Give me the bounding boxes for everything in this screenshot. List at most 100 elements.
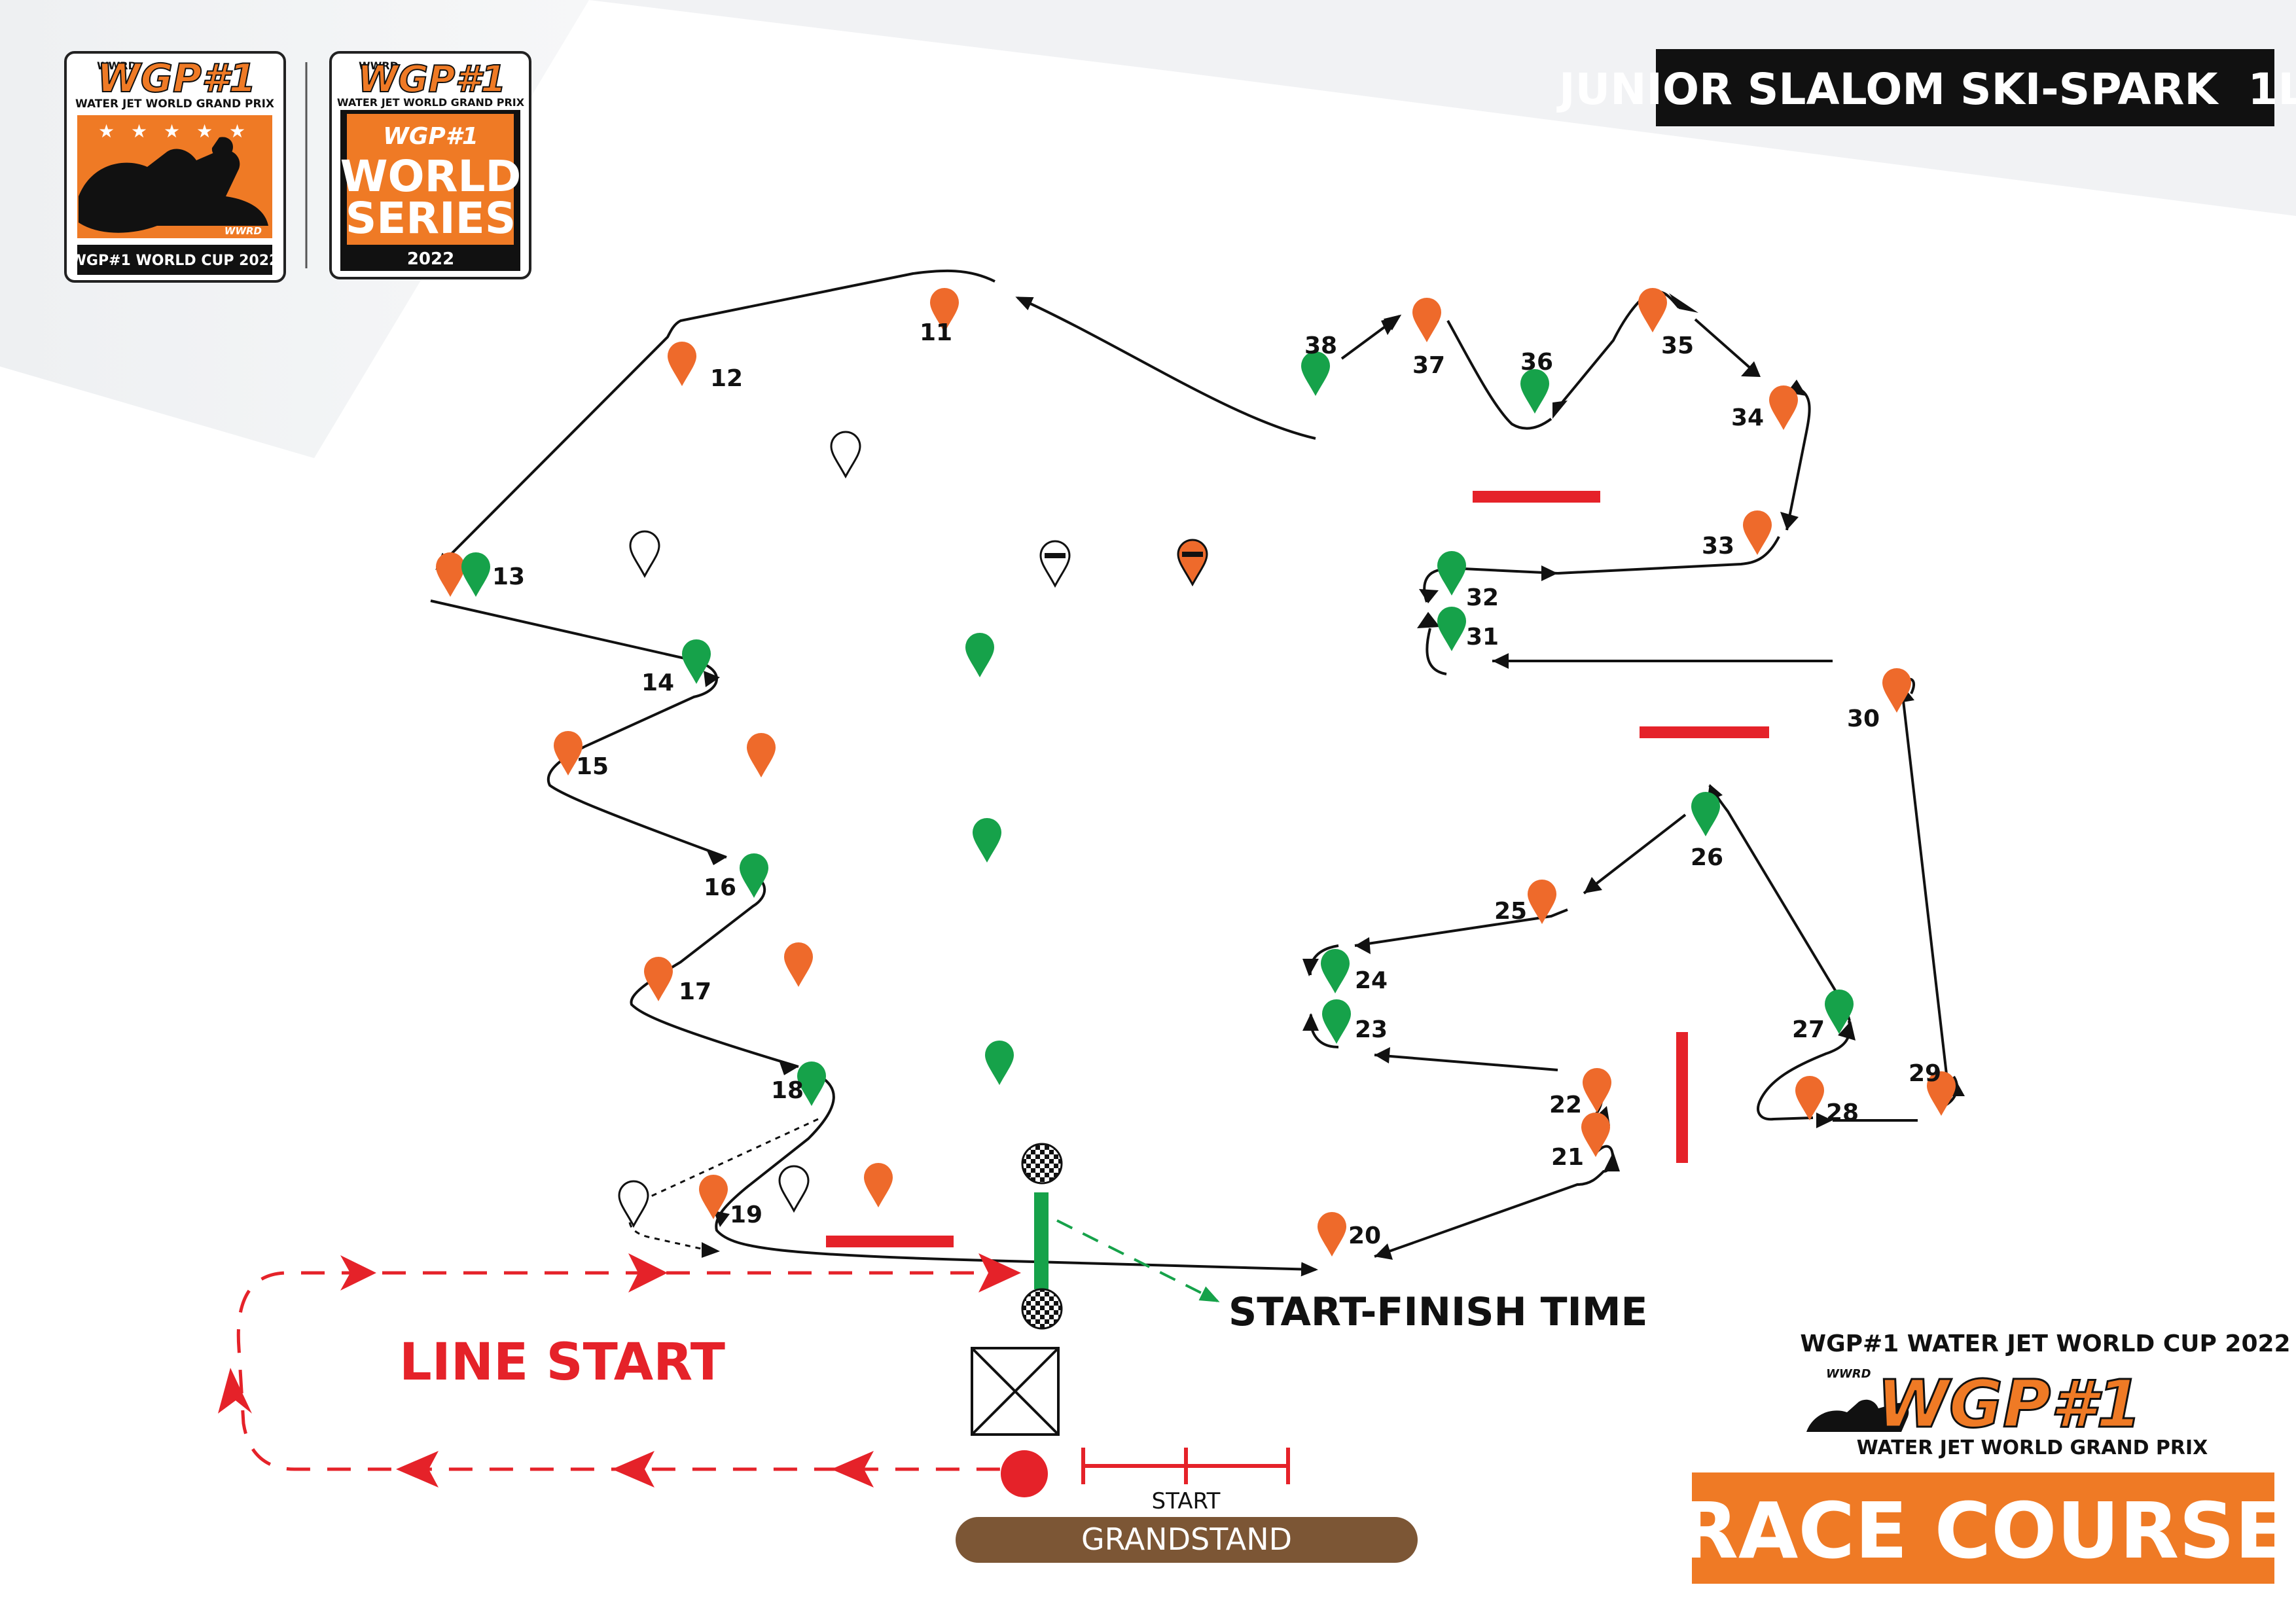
buoy-36-green: 36: [1520, 349, 1553, 414]
world-cup-logo: WWRD WGP#1 WATER JET WORLD GRAND PRIX ★ …: [64, 51, 286, 283]
buoy-marker-icon: [1638, 288, 1667, 332]
buoy-number-label: 29: [1909, 1060, 1941, 1087]
svg-text:2022: 2022: [407, 249, 454, 269]
buoy-marker-icon: [461, 552, 490, 597]
buoy-19-orange: 19: [699, 1175, 762, 1228]
svg-text:WGP#1: WGP#1: [1877, 1366, 2142, 1442]
svg-text:★: ★: [131, 120, 147, 142]
route-28-27: [1757, 1020, 1852, 1121]
buoy-number-label: 23: [1355, 1016, 1388, 1043]
neutral-buoys: [618, 431, 1208, 1228]
buoy-number-label: 18: [771, 1077, 804, 1104]
buoy-28-orange: 28: [1795, 1076, 1859, 1126]
buoy-number-label: 36: [1520, 349, 1553, 376]
buoy-31-green: 31: [1437, 607, 1499, 651]
course-title-badge: JUNIOR SLALOM SKI-SPARK 1LAP: [1556, 49, 2296, 126]
buoy-marker-icon: [554, 731, 583, 776]
buoy-24-green: 24: [1321, 949, 1388, 994]
route-37-36: [1446, 320, 1552, 430]
neutral-buoy-icon: [830, 431, 861, 479]
svg-text:WGP#1: WGP#1: [383, 123, 478, 150]
buoy-number-label: 33: [1702, 533, 1734, 560]
course-title: JUNIOR SLALOM SKI-SPARK 1LAP: [1556, 64, 2296, 115]
start-line-bar: [1081, 1448, 1290, 1484]
footer-rider-silhouette: [1806, 1399, 1909, 1432]
buoy-marker-icon: [797, 1061, 826, 1106]
neutral-buoy-icon: [618, 1180, 649, 1228]
neutral-buoy-icon: [629, 530, 660, 579]
buoy-marker-icon: [1318, 1212, 1346, 1257]
buoy-26-green: 26: [1691, 792, 1723, 871]
event-title: WGP#1 WATER JET WORLD CUP 2022: [1800, 1330, 2290, 1357]
buoy-number-label: 15: [576, 753, 609, 780]
buoy-layer: 1112131415161718192021222324252627282930…: [436, 288, 1956, 1257]
buoy-13-green: [461, 552, 490, 597]
buoy-marker-icon: [1825, 990, 1854, 1034]
world-series-logo: WWRD WGP#1 WATER JET WORLD GRAND PRIX WG…: [329, 51, 531, 279]
checkered-flag-bottom: [1021, 1288, 1063, 1330]
buoy-number-label: 35: [1661, 332, 1694, 359]
buoy-number-label: 12: [710, 365, 743, 392]
buoy-number-label: 31: [1466, 624, 1499, 651]
buoy-14-green: 14: [641, 639, 711, 696]
start-finish-label: START-FINISH TIME: [1229, 1289, 1648, 1335]
course-buoy-icon: [784, 942, 813, 987]
route-arrowheads: [704, 293, 1965, 1260]
buoy-23-green: 23: [1322, 999, 1388, 1044]
buoy-marker-icon: [1301, 351, 1330, 396]
checkered-flag-top: [1021, 1143, 1063, 1185]
course-buoy-icon: [973, 818, 1001, 863]
buoy-marker-icon: [1322, 999, 1351, 1044]
route-30-29: [1899, 677, 1948, 1080]
buoy-marker-icon: [1795, 1076, 1824, 1120]
svg-text:★: ★: [98, 120, 115, 142]
neutral-buoy-icon: [778, 1165, 810, 1213]
svg-text:★: ★: [229, 120, 245, 142]
svg-text:★: ★: [196, 120, 213, 142]
start-label: START: [1152, 1488, 1221, 1514]
route-33-32: [1557, 536, 1780, 575]
svg-text:WWRD: WWRD: [224, 225, 262, 237]
route-27-26: [1708, 784, 1851, 1022]
buoy-number-label: 22: [1549, 1092, 1582, 1118]
buoy-marker-icon: [740, 853, 768, 898]
route-20-finish: [1033, 1260, 1318, 1277]
buoy-number-label: 32: [1466, 584, 1499, 611]
buoy-20-orange: 20: [1318, 1212, 1381, 1257]
svg-text:WGP#1: WGP#1: [358, 58, 507, 101]
course-buoy-icon: [864, 1163, 893, 1207]
buoy-21-orange: 21: [1551, 1113, 1610, 1171]
buoy-number-label: 34: [1731, 404, 1764, 431]
buoy-38-green: 38: [1301, 332, 1337, 396]
marked-buoy-icon: [1177, 539, 1208, 587]
buoy-18-green: 18: [771, 1061, 826, 1106]
buoy-number-label: 20: [1348, 1222, 1381, 1249]
svg-text:SERIES: SERIES: [346, 193, 516, 243]
buoy-marker-icon: [436, 552, 465, 597]
buoy-marker-icon: [1927, 1071, 1956, 1116]
buoy-band: [1182, 552, 1203, 557]
buoy-number-label: 21: [1551, 1144, 1584, 1171]
buoy-number-label: 27: [1792, 1016, 1825, 1043]
svg-text:WATER JET WORLD GRAND PRIX: WATER JET WORLD GRAND PRIX: [1857, 1436, 2208, 1459]
buoy-number-label: 38: [1304, 332, 1337, 359]
buoy-33-orange: 33: [1702, 510, 1772, 560]
buoy-marker-icon: [1769, 385, 1798, 430]
buoy-27-green: 27: [1792, 990, 1854, 1043]
route-31-30: [1426, 628, 1833, 675]
buoy-marker-icon: [644, 957, 673, 1001]
route-top-center: [1015, 296, 1316, 440]
buoy-34-orange: 34: [1731, 385, 1798, 431]
svg-text:WATER JET WORLD GRAND PRIX: WATER JET WORLD GRAND PRIX: [337, 96, 525, 109]
buoy-12-orange: 12: [668, 342, 743, 392]
buoy-number-label: 30: [1847, 705, 1880, 732]
start-light: [1001, 1450, 1048, 1497]
route-top-left: [435, 269, 996, 570]
route-25-24: [1354, 908, 1568, 947]
buoy-marker-icon: [668, 342, 696, 386]
svg-text:WWRD: WWRD: [1826, 1367, 1871, 1381]
finish-direction-line: [1056, 1219, 1220, 1302]
buoy-number-label: 16: [704, 874, 736, 901]
buoy-25-orange: 25: [1494, 880, 1556, 925]
